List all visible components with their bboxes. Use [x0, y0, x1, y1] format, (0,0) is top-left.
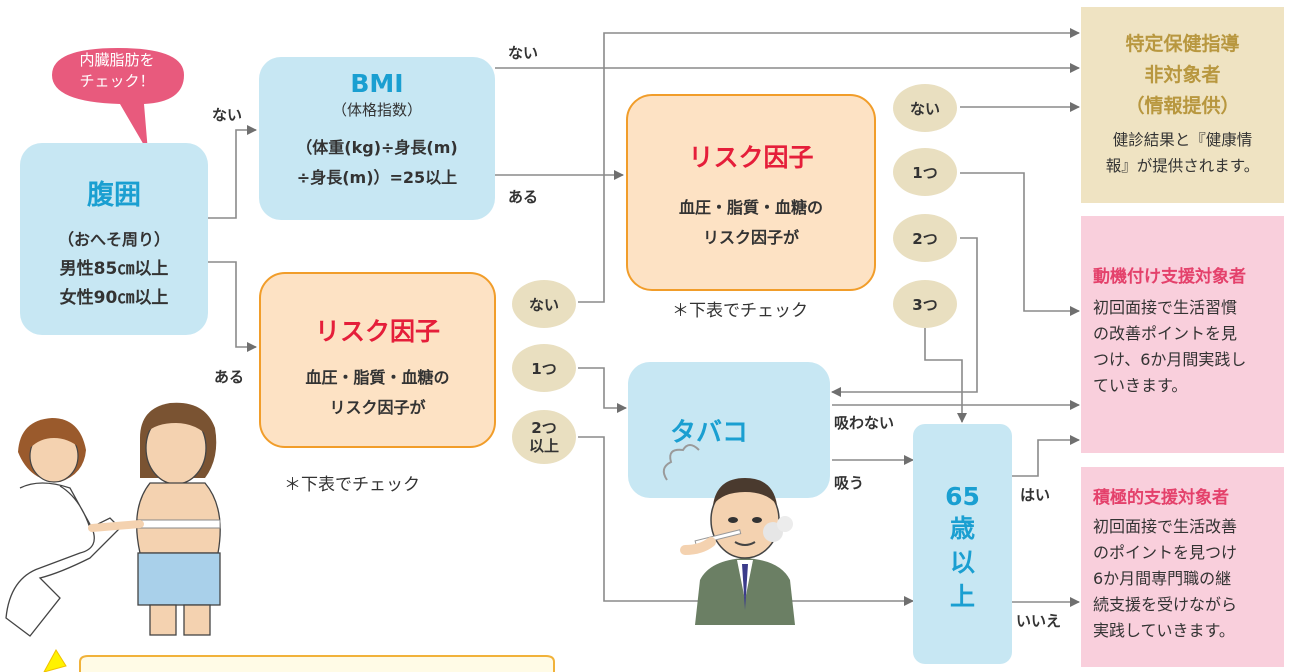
risk-right-line-2: リスク因子が	[702, 228, 799, 247]
waist-title: 腹囲	[87, 180, 141, 211]
active-desc-1: 初回面接で生活改善	[1093, 517, 1238, 536]
non-target-desc-2: 報』が提供されます。	[1105, 157, 1260, 175]
smoking-man-illustration	[662, 444, 795, 625]
label-smoke: 吸う	[834, 474, 865, 492]
age-line-2: 歳	[949, 514, 975, 543]
bmi-title: BMI	[350, 69, 404, 98]
pill-risk-left-none: ない	[512, 280, 576, 328]
line-risk-left-none	[578, 28, 1080, 303]
line-risk-right-two	[831, 237, 978, 397]
bmi-subtitle: （体格指数）	[331, 101, 422, 119]
motivational-desc-4: ていきます。	[1093, 376, 1188, 395]
label-age-yes: はい	[1020, 486, 1051, 504]
pill-risk-right-two: 2つ	[893, 214, 957, 262]
label-waist-no: ない	[212, 106, 243, 124]
motivational-desc-1: 初回面接で生活習慣	[1093, 298, 1238, 317]
label-waist-yes: ある	[214, 368, 245, 386]
risk-right-note: ＊下表でチェック	[672, 301, 808, 321]
risk-left-line-2: リスク因子が	[329, 398, 426, 417]
active-desc-3: 6か月間専門職の継	[1093, 569, 1232, 588]
bmi-formula-line-1: （体重(kg)÷身長(m)	[296, 138, 458, 157]
bubble-line-1: 内臓脂肪を	[79, 51, 155, 69]
active-desc-4: 続支援を受けながら	[1093, 595, 1238, 614]
label-bmi-yes: ある	[508, 188, 539, 206]
result-motivational-box: 動機付け支援対象者 初回面接で生活習慣 の改善ポイントを見 つけ、6か月間実践し…	[1081, 216, 1284, 453]
waist-line-3: 女性90㎝以上	[59, 288, 169, 308]
pill-risk-left-two-line-1: 2つ	[531, 419, 557, 437]
non-target-line-3: （情報提供）	[1125, 95, 1240, 117]
age-line-3: 以	[949, 548, 975, 577]
bmi-box: BMI （体格指数） （体重(kg)÷身長(m) ÷身長(m)）=25以上	[259, 57, 495, 220]
waist-line-2: 男性85㎝以上	[59, 259, 169, 279]
label-bmi-no: ない	[508, 44, 539, 62]
line-waist-to-bmi	[208, 125, 257, 219]
risk-right-line-1: 血圧・脂質・血糖の	[678, 198, 823, 217]
result-active-box: 積極的支援対象者 初回面接で生活改善 のポイントを見つけ 6か月間専門職の継 続…	[1081, 467, 1284, 667]
tobacco-box: タバコ	[628, 362, 830, 498]
risk-factor-box-left: リスク因子 血圧・脂質・血糖の リスク因子が	[259, 272, 496, 448]
line-waist-to-risk-left	[208, 261, 257, 352]
line-risk-right-one	[960, 172, 1080, 316]
motivational-desc-2: の改善ポイントを見	[1093, 324, 1238, 343]
risk-left-line-1: 血圧・脂質・血糖の	[305, 368, 450, 387]
bmi-formula-line-2: ÷身長(m)）=25以上	[296, 168, 458, 187]
line-risk-right-three	[924, 328, 967, 423]
pill-risk-left-one: 1つ	[512, 344, 576, 392]
risk-left-title: リスク因子	[314, 317, 440, 346]
non-target-desc-1: 健診結果と『健康情	[1112, 131, 1253, 149]
pill-risk-left-two-line-2: 以上	[528, 437, 559, 455]
active-title: 積極的支援対象者	[1093, 488, 1229, 508]
waist-measuring-illustration	[5, 402, 221, 637]
risk-factor-box-right: リスク因子 血圧・脂質・血糖の リスク因子が	[626, 94, 876, 291]
waist-line-1: （おへそ周り）	[57, 230, 170, 249]
age-line-4: 上	[949, 582, 975, 611]
waist-box: 腹囲 （おへそ周り） 男性85㎝以上 女性90㎝以上	[20, 143, 208, 335]
non-target-line-1: 特定保健指導	[1125, 33, 1240, 55]
pill-risk-left-two-plus: 2つ 以上	[512, 410, 576, 464]
motivational-desc-3: つけ、6か月間実践し	[1093, 350, 1247, 369]
age-line-1: 65	[945, 482, 980, 511]
risk-right-title: リスク因子	[688, 143, 814, 172]
bubble-line-2: チェック！	[79, 72, 155, 90]
bottom-banner-edge	[43, 649, 555, 672]
risk-left-note: ＊下表でチェック	[284, 475, 420, 495]
motivational-title: 動機付け支援対象者	[1093, 267, 1246, 287]
non-target-line-2: 非対象者	[1144, 64, 1221, 86]
tobacco-title: タバコ	[669, 418, 748, 448]
speech-bubble: 内臓脂肪を チェック！	[52, 50, 182, 102]
pill-risk-right-three: 3つ	[893, 280, 957, 328]
age-65-box: 65 歳 以 上	[913, 424, 1012, 664]
pill-risk-right-one: 1つ	[893, 148, 957, 196]
result-non-target-box: 特定保健指導 非対象者 （情報提供） 健診結果と『健康情 報』が提供されます。	[1081, 7, 1284, 203]
pill-risk-right-none: ない	[893, 84, 957, 132]
label-no-smoke: 吸わない	[834, 414, 895, 432]
speech-bubble-shape	[52, 48, 184, 152]
label-age-no: いいえ	[1016, 612, 1062, 630]
line-risk-left-one	[578, 367, 627, 413]
active-desc-2: のポイントを見つけ	[1093, 543, 1238, 562]
line-age-yes	[1012, 435, 1080, 477]
active-desc-5: 実践していきます。	[1093, 621, 1235, 640]
